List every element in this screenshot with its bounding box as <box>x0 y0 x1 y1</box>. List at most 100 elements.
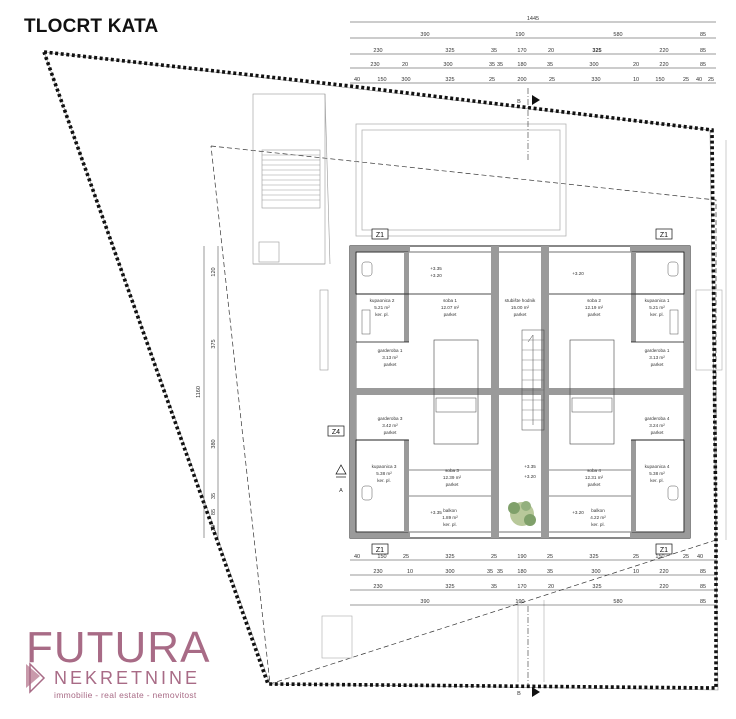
svg-text:10: 10 <box>407 569 413 575</box>
dimension-lines-bottom <box>350 559 716 606</box>
svg-text:10: 10 <box>633 77 639 83</box>
svg-text:330: 330 <box>591 77 600 83</box>
svg-text:580: 580 <box>613 599 622 605</box>
svg-text:soba 3: soba 3 <box>445 468 459 473</box>
svg-text:15.00 m²: 15.00 m² <box>511 305 530 310</box>
svg-text:Z1: Z1 <box>376 547 384 554</box>
svg-text:+3.20: +3.20 <box>430 273 442 278</box>
svg-text:+3.35: +3.35 <box>430 510 442 515</box>
svg-text:325: 325 <box>589 554 598 560</box>
svg-text:+3.35: +3.35 <box>524 464 536 469</box>
svg-text:230: 230 <box>373 48 382 54</box>
plot-outline <box>43 51 719 691</box>
section-marker-top: B <box>517 88 540 160</box>
dim-row-2-bottom: 230 10 300 35 35 180 35 300 10 220 85 <box>373 569 706 575</box>
svg-text:12.07 m²: 12.07 m² <box>441 305 460 310</box>
svg-text:A: A <box>339 488 343 494</box>
svg-text:40: 40 <box>697 554 703 560</box>
svg-text:325: 325 <box>445 77 454 83</box>
svg-text:390: 390 <box>420 32 429 38</box>
svg-text:parket: parket <box>588 482 601 487</box>
svg-text:300: 300 <box>445 569 454 575</box>
svg-text:25: 25 <box>547 554 553 560</box>
svg-text:200: 200 <box>517 77 526 83</box>
dim-row-1-bottom: 40 150 25 325 25 190 25 325 25 150 25 40 <box>354 554 703 560</box>
svg-text:35: 35 <box>491 48 497 54</box>
svg-text:230: 230 <box>373 584 382 590</box>
svg-text:300: 300 <box>443 62 452 68</box>
svg-text:85: 85 <box>211 509 217 515</box>
svg-text:325: 325 <box>445 584 454 590</box>
svg-text:5.21 m²: 5.21 m² <box>374 305 390 310</box>
logo-tagline: immobilie - real estate - nemovitost <box>54 690 197 700</box>
svg-text:ker. pl.: ker. pl. <box>375 312 389 317</box>
svg-text:parket: parket <box>514 312 527 317</box>
dim-row-4-bottom: 390 190 580 85 <box>420 599 706 605</box>
svg-text:garderoba 3: garderoba 3 <box>378 416 403 421</box>
svg-text:kupaonica 4: kupaonica 4 <box>645 464 670 469</box>
svg-text:garderoba 4: garderoba 4 <box>645 416 670 421</box>
dim-left-labels: 1160 120 375 380 35 85 20 <box>196 267 217 531</box>
level-marks: +3.35 +3.20 +3.20 +3.35 +3.20 +3.35 +3.2… <box>430 266 584 515</box>
svg-text:85: 85 <box>700 584 706 590</box>
svg-text:soba 2: soba 2 <box>587 298 601 303</box>
svg-text:kupaonica 2: kupaonica 2 <box>370 298 395 303</box>
svg-text:+3.20: +3.20 <box>524 474 536 479</box>
svg-text:375: 375 <box>211 339 217 348</box>
svg-text:300: 300 <box>591 569 600 575</box>
svg-text:+3.20: +3.20 <box>572 271 584 276</box>
svg-text:85: 85 <box>700 599 706 605</box>
section-marker-left: A <box>335 464 347 494</box>
company-logo: FUTURA NEKRETNINE immobilie - real estat… <box>26 626 246 706</box>
svg-text:300: 300 <box>401 77 410 83</box>
svg-text:35: 35 <box>547 62 553 68</box>
svg-text:20: 20 <box>211 525 217 531</box>
svg-text:20: 20 <box>548 48 554 54</box>
svg-text:balkon: balkon <box>591 508 605 513</box>
svg-text:120: 120 <box>211 267 217 276</box>
dimension-lines-left <box>203 246 219 538</box>
building <box>349 245 691 539</box>
svg-text:380: 380 <box>211 439 217 448</box>
svg-text:230: 230 <box>373 569 382 575</box>
svg-text:soba 1: soba 1 <box>443 298 457 303</box>
svg-text:3.24 m²: 3.24 m² <box>649 423 665 428</box>
svg-text:parket: parket <box>651 430 664 435</box>
svg-text:85: 85 <box>700 48 706 54</box>
room-labels: kupaonica 2 5.21 m² ker. pl. soba 1 12.0… <box>370 298 670 527</box>
svg-text:20: 20 <box>548 584 554 590</box>
svg-text:25: 25 <box>489 77 495 83</box>
svg-text:35: 35 <box>497 569 503 575</box>
svg-text:balkon: balkon <box>443 508 457 513</box>
svg-text:garderoba 1: garderoba 1 <box>645 348 670 353</box>
logo-subtitle: NEKRETNINE <box>54 668 201 688</box>
dim-row-2-top: 390 190 580 85 <box>420 32 706 38</box>
svg-text:+3.35: +3.35 <box>430 266 442 271</box>
svg-text:12.39 m²: 12.39 m² <box>443 475 462 480</box>
svg-text:150: 150 <box>377 77 386 83</box>
svg-text:kupaonica 3: kupaonica 3 <box>372 464 397 469</box>
svg-text:stubište hodnik: stubište hodnik <box>505 298 536 303</box>
svg-text:150: 150 <box>655 554 664 560</box>
svg-text:20: 20 <box>402 62 408 68</box>
svg-text:25: 25 <box>491 554 497 560</box>
plant-icon <box>508 501 536 526</box>
svg-text:5.38 m²: 5.38 m² <box>649 471 665 476</box>
svg-text:580: 580 <box>613 32 622 38</box>
dim-row-3-bottom: 230 325 35 170 20 325 220 85 <box>373 584 706 590</box>
svg-text:325: 325 <box>592 48 601 54</box>
svg-text:Z1: Z1 <box>660 547 668 554</box>
svg-text:35: 35 <box>497 62 503 68</box>
svg-text:3.13 m²: 3.13 m² <box>649 355 665 360</box>
page-title: TLOCRT KATA <box>24 16 159 37</box>
svg-text:ker. pl.: ker. pl. <box>650 312 664 317</box>
svg-text:325: 325 <box>445 554 454 560</box>
svg-text:40: 40 <box>696 77 702 83</box>
svg-text:85: 85 <box>700 569 706 575</box>
svg-text:230: 230 <box>370 62 379 68</box>
right-neighbour <box>695 140 727 540</box>
svg-text:190: 190 <box>515 599 524 605</box>
stair-hatching <box>262 154 320 201</box>
dim-total-top: 1445 <box>527 16 539 22</box>
